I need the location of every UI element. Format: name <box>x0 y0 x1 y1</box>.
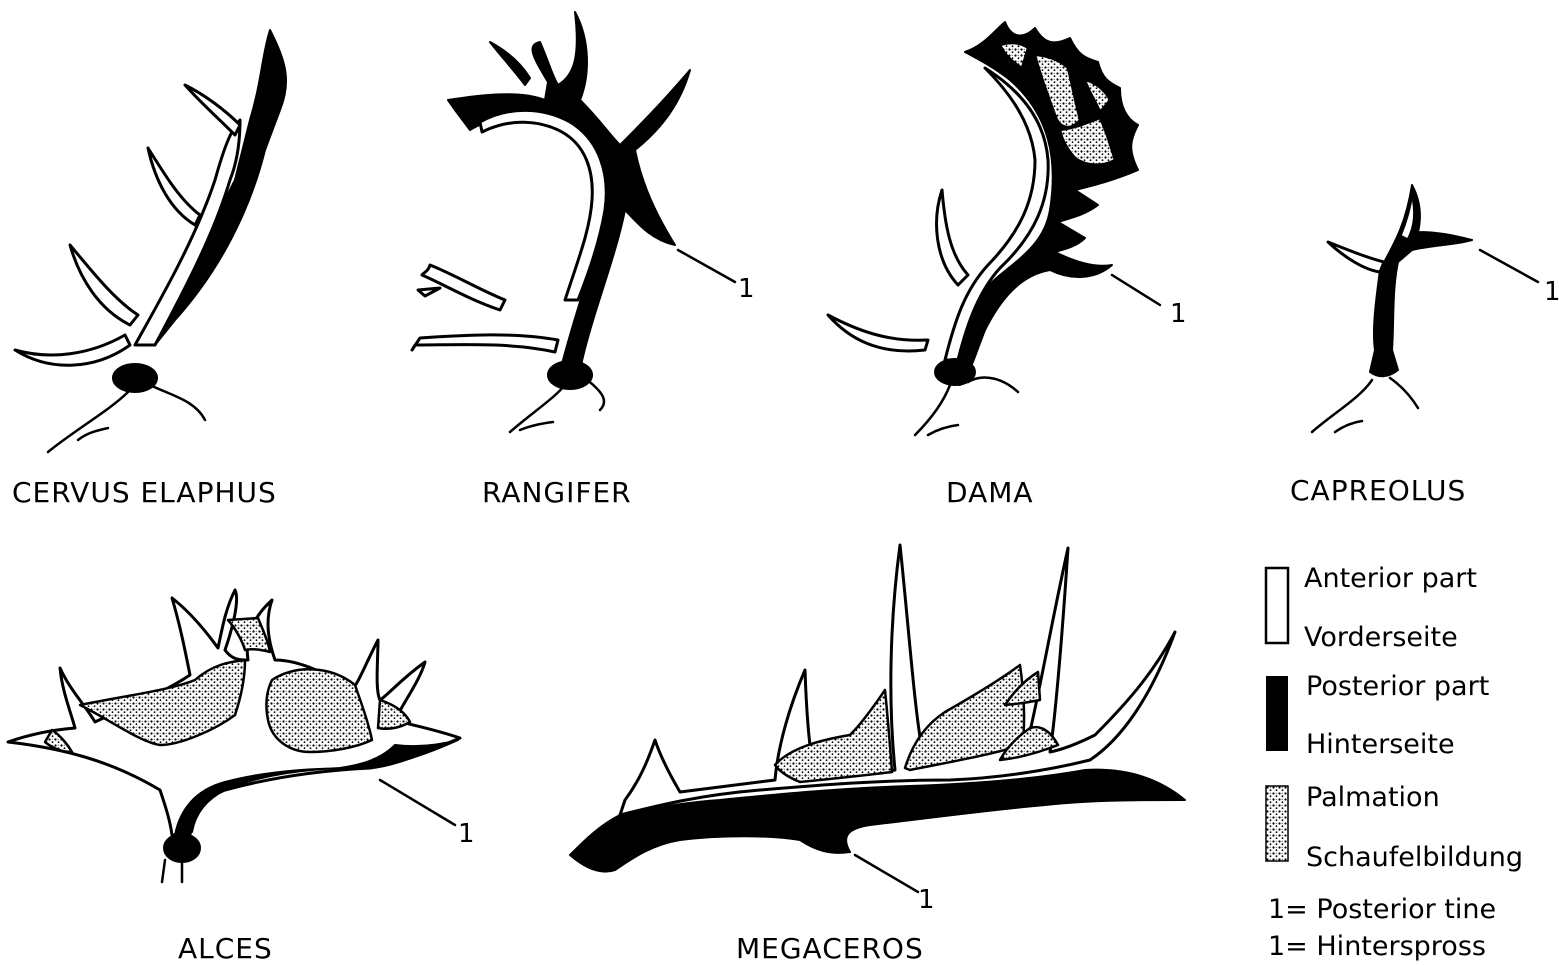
dama-antler <box>828 22 1160 435</box>
label-alces: ALCES <box>178 932 273 965</box>
marker-rangifer-tine: 1 <box>738 274 755 304</box>
legend <box>1266 568 1288 861</box>
legend-palmation-de: Schaufelbildung <box>1306 842 1523 873</box>
legend-posterior-de: Hinterseite <box>1306 729 1455 760</box>
marker-capreolus-tine: 1 <box>1544 277 1559 307</box>
marker-dama-tine: 1 <box>1170 299 1187 329</box>
legend-palmation-en: Palmation <box>1306 782 1440 813</box>
label-capreolus: CAPREOLUS <box>1290 474 1466 507</box>
marker-megaceros-tine: 1 <box>918 885 935 915</box>
alces-antler <box>8 590 460 882</box>
label-rangifer: RANGIFER <box>482 476 632 509</box>
legend-anterior-en: Anterior part <box>1304 563 1477 594</box>
capreolus-antler <box>1312 185 1538 432</box>
legend-palmation-swatch <box>1266 786 1288 861</box>
label-cervus-elaphus: CERVUS ELAPHUS <box>12 476 277 509</box>
legend-tine-en: 1= Posterior tine <box>1268 894 1496 925</box>
megaceros-antler <box>570 545 1185 892</box>
legend-anterior-swatch <box>1266 568 1288 643</box>
marker-alces-tine: 1 <box>458 819 475 849</box>
label-dama: DAMA <box>946 476 1034 509</box>
legend-posterior-en: Posterior part <box>1306 671 1489 702</box>
legend-posterior-swatch <box>1266 676 1288 751</box>
legend-anterior-de: Vorderseite <box>1304 622 1458 653</box>
rangifer-antler <box>412 12 735 432</box>
label-megaceros: MEGACEROS <box>736 932 924 965</box>
cervus-elaphus-antler <box>15 30 286 452</box>
legend-tine-de: 1= Hinterspross <box>1268 931 1486 962</box>
